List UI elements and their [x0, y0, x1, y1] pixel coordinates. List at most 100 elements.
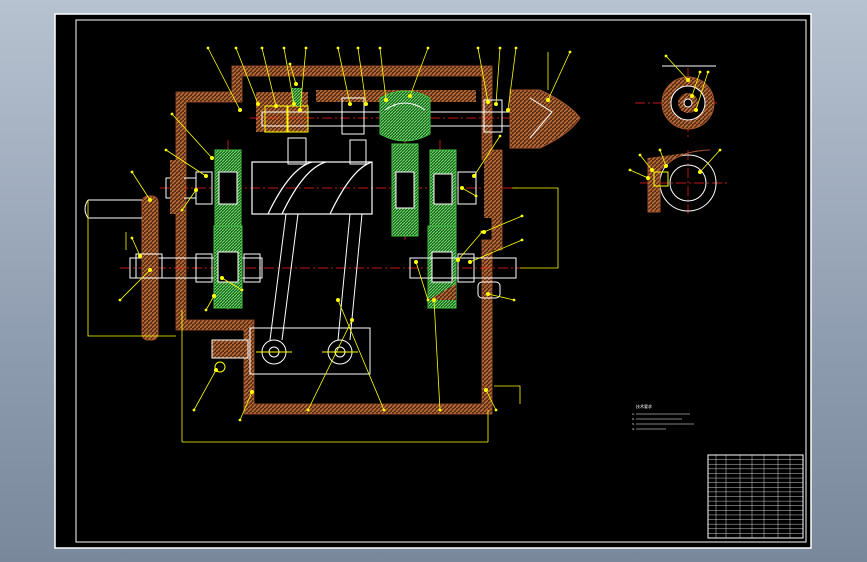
leader-dot: [467, 259, 472, 264]
leader-dot: [407, 94, 412, 99]
bearing-icon[interactable]: [457, 253, 475, 283]
cylindrical-cam[interactable]: [251, 137, 373, 215]
bearing-icon[interactable]: [484, 158, 498, 218]
balloon-end: [426, 46, 430, 50]
right-lower-gear-group[interactable]: [409, 225, 517, 309]
leader-dot: [646, 175, 651, 180]
balloon-end: [498, 46, 502, 50]
leader-dot: [349, 317, 354, 322]
leader-line: [659, 149, 667, 167]
balloon-end: [130, 170, 134, 174]
balloon-end: [238, 418, 242, 422]
leader-dot: [147, 197, 152, 202]
leader-dot: [203, 173, 208, 178]
balloon-end: [520, 238, 524, 242]
top-shaft-assembly[interactable]: [261, 88, 581, 149]
leader-line: [433, 299, 441, 411]
tech-req-item: 3.: [632, 422, 636, 426]
leader-line: [181, 189, 197, 211]
leader-dot: [431, 297, 436, 302]
gear-icon[interactable]: [379, 90, 431, 142]
detail-view-cam[interactable]: [647, 149, 717, 213]
bearing-icon[interactable]: [483, 99, 503, 133]
leader-line: [485, 389, 497, 411]
leader-line: [207, 47, 241, 111]
leader-dot: [483, 387, 488, 392]
balloon-end: [282, 46, 286, 50]
leader-line: [235, 47, 259, 105]
balloon-end: [180, 208, 184, 212]
leader-dot: [383, 98, 388, 103]
balloon-end: [130, 236, 134, 240]
leader-dot: [698, 169, 703, 174]
leader-line: [337, 299, 385, 411]
balloon-end: [658, 148, 662, 152]
leader-dot: [690, 94, 695, 99]
balloon-end: [476, 46, 480, 50]
leader-dot: [485, 100, 490, 105]
balloon-end: [494, 408, 498, 412]
gear-icon[interactable]: [405, 92, 419, 102]
balloon-end: [498, 134, 502, 138]
cutter-head[interactable]: [509, 89, 581, 149]
clamp-screw[interactable]: [211, 339, 249, 359]
bearing-icon[interactable]: [243, 253, 261, 283]
balloon-end: [474, 194, 478, 198]
gear-icon[interactable]: [292, 88, 302, 106]
leader-dot: [546, 98, 551, 103]
leader-dot: [293, 82, 298, 87]
leader-line: [171, 113, 213, 159]
drawing-border: [75, 19, 807, 543]
balloon-end: [306, 408, 310, 412]
crank-icon[interactable]: [84, 199, 142, 219]
leader-line: [289, 63, 297, 85]
technical-requirements: 技术要求 1. 2. 3. 4.: [632, 403, 694, 431]
balloon-end: [382, 408, 386, 412]
leader-line: [695, 71, 709, 111]
bearing-icon[interactable]: [195, 253, 213, 283]
leader-line: [299, 47, 307, 111]
leader-dot: [363, 102, 368, 107]
tech-req-item: 4.: [632, 427, 636, 431]
balloon-end: [118, 298, 122, 302]
leader-dot: [211, 293, 216, 298]
leader-line: [165, 149, 207, 177]
leader-line: [487, 293, 515, 301]
leader-dot: [459, 185, 464, 190]
leader-line: [495, 47, 501, 105]
balloon-end: [260, 46, 264, 50]
housing-wall: [175, 65, 503, 415]
clamp-body[interactable]: [249, 327, 371, 375]
leader-dot: [209, 155, 214, 160]
balloon-end: [520, 214, 524, 218]
balloon-end: [628, 168, 632, 172]
leader-line: [409, 47, 429, 97]
leader-dot: [255, 102, 260, 107]
leader-dot: [297, 108, 302, 113]
title-block[interactable]: [707, 454, 804, 539]
connecting-rods[interactable]: [211, 213, 371, 375]
leader-dot: [291, 102, 296, 107]
balloon-end: [204, 308, 208, 312]
leader-dot: [249, 389, 254, 394]
leader-dot: [694, 108, 699, 113]
leader-line: [629, 169, 649, 179]
bearing-icon[interactable]: [457, 171, 477, 205]
middle-gear-stack[interactable]: [391, 143, 498, 237]
leader-line: [691, 71, 701, 97]
left-upper-gear-group[interactable]: [165, 149, 242, 227]
leader-dot: [219, 275, 224, 280]
leader-dot: [193, 187, 198, 192]
leader-line: [457, 231, 483, 261]
bearing-icon[interactable]: [341, 97, 365, 135]
leader-line: [415, 261, 429, 301]
leader-dot: [273, 104, 278, 109]
leader-line: [131, 237, 141, 257]
leader-line: [483, 215, 523, 233]
balloon-end: [234, 46, 238, 50]
balloon-end: [718, 148, 722, 152]
leader-line: [357, 47, 367, 105]
leader-line: [699, 149, 721, 173]
bearing-icon[interactable]: [170, 160, 184, 214]
